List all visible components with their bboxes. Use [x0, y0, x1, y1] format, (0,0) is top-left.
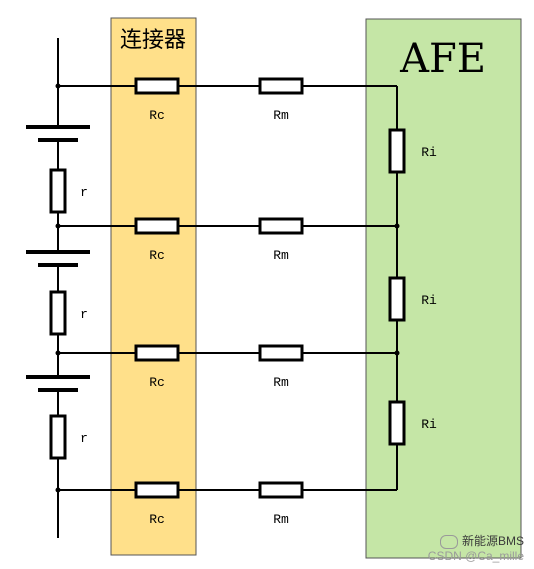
- ri-label: Ri: [421, 293, 437, 308]
- watermark: 新能源BMS CSDN @Ca_mille: [428, 534, 524, 563]
- connector-resistor-rc: [134, 481, 180, 499]
- rm-label: Rm: [273, 375, 289, 390]
- r-label: r: [80, 185, 88, 200]
- afe-resistor-ri: [388, 128, 406, 174]
- connector-block: [110, 17, 197, 556]
- ri-label: Ri: [421, 417, 437, 432]
- rc-label: Rc: [149, 248, 165, 263]
- junction-dot: [55, 350, 61, 356]
- connector-resistor-rc: [134, 344, 180, 362]
- chat-icon: [439, 535, 458, 549]
- connector-title: 连接器: [120, 28, 186, 53]
- sense-resistor-rm: [258, 77, 304, 95]
- junction-dot: [394, 223, 400, 229]
- junction-dot: [55, 83, 61, 89]
- afe-resistor-ri: [388, 276, 406, 322]
- junction-dot: [55, 487, 61, 493]
- internal-resistor-r: [49, 290, 67, 336]
- rc-label: Rc: [149, 512, 165, 527]
- r-label: r: [80, 431, 88, 446]
- sense-resistor-rm: [258, 481, 304, 499]
- afe-title: AFE: [399, 36, 486, 82]
- ri-label: Ri: [421, 145, 437, 160]
- junction-dot: [55, 223, 61, 229]
- rm-label: Rm: [273, 108, 289, 123]
- sense-resistor-rm: [258, 217, 304, 235]
- watermark-brand: 新能源BMS: [461, 534, 524, 549]
- sense-resistor-rm: [258, 344, 304, 362]
- rm-label: Rm: [273, 248, 289, 263]
- r-label: r: [80, 307, 88, 322]
- afe-resistor-ri: [388, 400, 406, 446]
- connector-resistor-rc: [134, 217, 180, 235]
- internal-resistor-r: [49, 414, 67, 460]
- rc-label: Rc: [149, 108, 165, 123]
- internal-resistor-r: [49, 168, 67, 214]
- junction-dot: [394, 350, 400, 356]
- rm-label: Rm: [273, 512, 289, 527]
- rc-label: Rc: [149, 375, 165, 390]
- connector-resistor-rc: [134, 77, 180, 95]
- watermark-source: CSDN @Ca_mille: [427, 549, 524, 563]
